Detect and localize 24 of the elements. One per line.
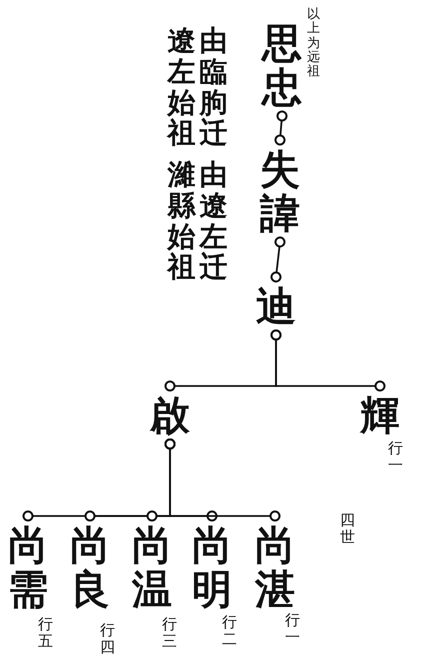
- annotation-text: 由遼左迁濰縣始祖: [166, 160, 228, 284]
- annotation-text: 行一: [285, 612, 300, 645]
- lineage-line: [274, 110, 288, 146]
- annotation-text: 行二: [222, 614, 237, 647]
- person-name: 尚需: [8, 524, 48, 612]
- person-name: 失諱: [260, 148, 300, 236]
- lineage-line: [270, 236, 286, 282]
- person-name: 尚温: [132, 524, 172, 612]
- annotation-text: 行四: [100, 622, 115, 655]
- person-name: 尚明: [192, 524, 232, 612]
- generation-label: 四世: [340, 512, 355, 545]
- person-name: 尚湛: [255, 524, 295, 612]
- person-name: 思忠: [262, 22, 302, 110]
- annotation-text: 以上为远祖: [307, 8, 320, 80]
- person-name: 輝: [360, 394, 400, 438]
- lineage-line: [270, 330, 386, 392]
- annotation-text: 行三: [162, 616, 177, 649]
- annotation-text: 行一: [388, 440, 403, 473]
- person-name: 迪: [256, 285, 296, 329]
- annotation-text: 由臨朐迁遼左始祖: [166, 26, 228, 150]
- person-name: 啟: [150, 394, 190, 438]
- person-name: 尚良: [70, 524, 110, 612]
- annotation-text: 行五: [38, 616, 53, 649]
- lineage-line: [164, 438, 280, 522]
